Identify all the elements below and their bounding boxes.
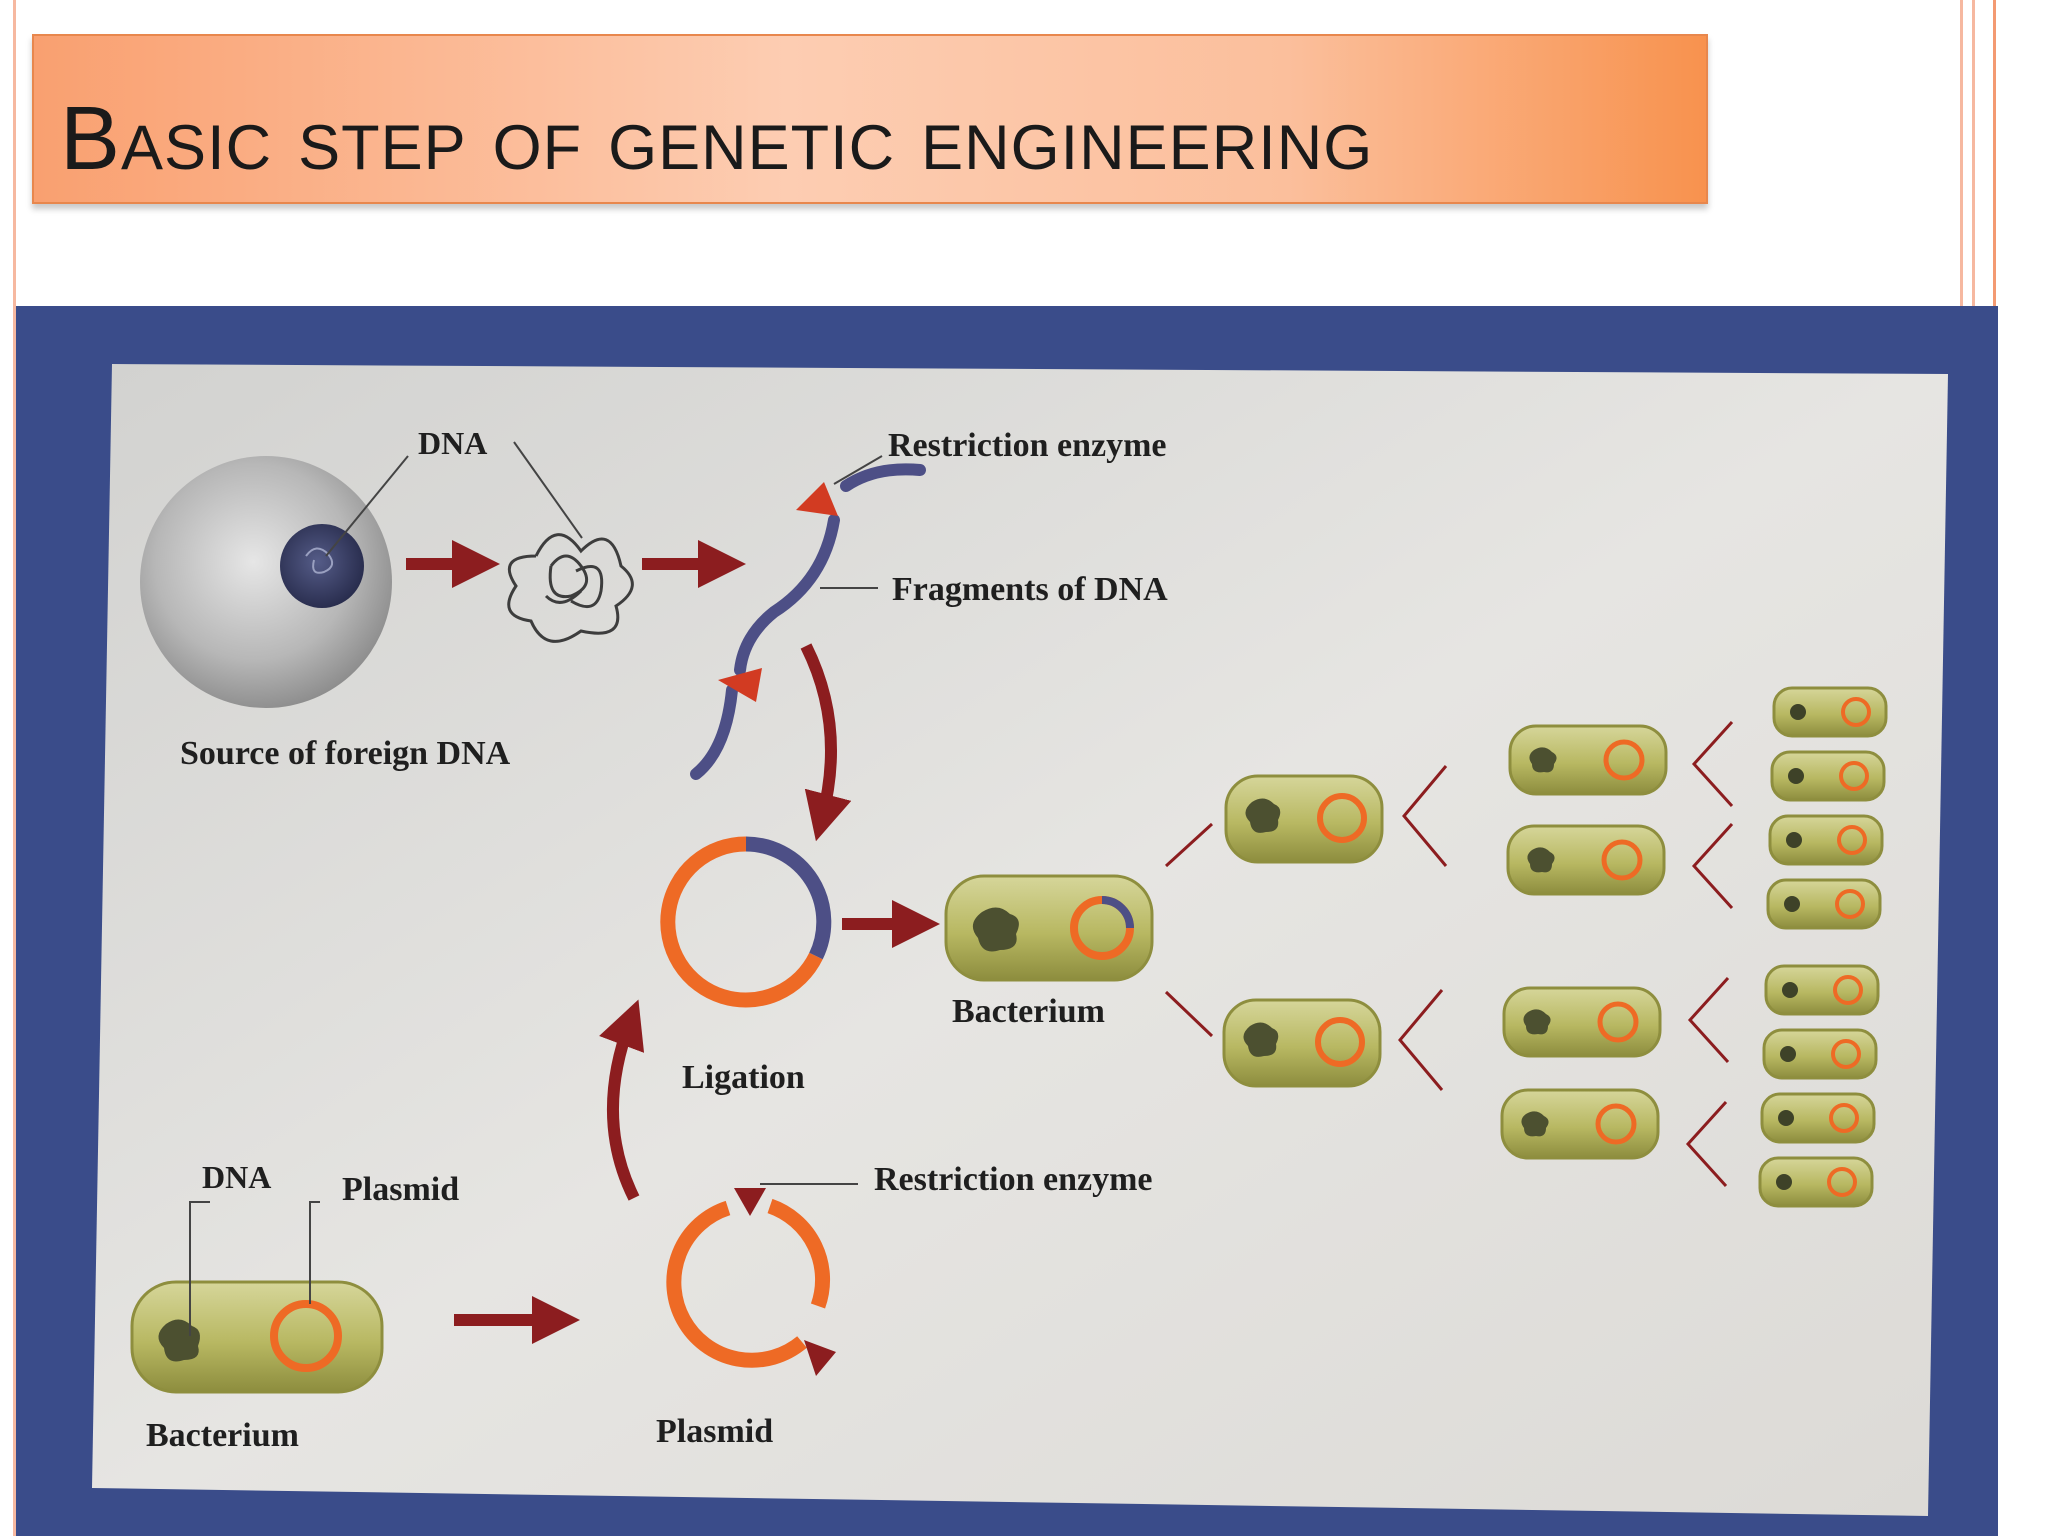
dna-fragments	[690, 463, 926, 780]
restriction-cut-top	[796, 482, 838, 516]
label-plasmid-bottom: Plasmid	[656, 1413, 773, 1450]
recombinant-bacterium	[944, 874, 1154, 982]
label-ligation: Ligation	[682, 1059, 805, 1096]
label-fragments-of-dna: Fragments of DNA	[892, 571, 1168, 608]
foreign-dna-cell	[140, 456, 392, 708]
label-restriction-enzyme-top: Restriction enzyme	[888, 427, 1167, 464]
bacterium-gen3-2	[1770, 750, 1886, 802]
bacterium-gen2-1	[1508, 724, 1668, 796]
dna-top-pointer	[325, 455, 409, 557]
cut-plasmid	[666, 1198, 831, 1368]
plasmid-bottom-pointer	[309, 1201, 320, 1304]
chevron-1	[1402, 765, 1448, 867]
ligation-plasmid	[660, 836, 832, 1008]
host-bacterium	[130, 1280, 384, 1394]
bacterium-gen2-2	[1506, 824, 1666, 896]
bacterium-gen3-1	[1772, 686, 1888, 738]
frame-line-outer	[13, 0, 16, 1536]
diagram-photo: DNA Restriction enzyme Fragments of DNA …	[16, 306, 1998, 1536]
label-bacterium-bottom: Bacterium	[146, 1417, 299, 1454]
label-source-of-foreign-dna: Source of foreign DNA	[180, 735, 511, 772]
bacterium-gen1-top	[1224, 774, 1384, 864]
chevron-4	[1691, 822, 1734, 910]
label-dna-top: DNA	[418, 425, 487, 461]
extracted-dna-tangle	[507, 533, 634, 643]
label-restriction-enzyme-bottom: Restriction enzyme	[874, 1161, 1153, 1198]
bacterium-gen3-group	[1758, 686, 1888, 1208]
label-dna-bottom: DNA	[202, 1159, 271, 1195]
bacterium-gen3-4	[1766, 878, 1882, 930]
branch-line-up	[1164, 822, 1214, 868]
bacterium-gen3-5	[1764, 964, 1880, 1016]
bacterium-gen3-3	[1768, 814, 1884, 866]
label-plasmid: Plasmid	[342, 1171, 459, 1208]
chevron-3	[1691, 720, 1734, 808]
restriction-cut-plasmid-top	[734, 1188, 766, 1216]
chevron-6	[1685, 1100, 1728, 1188]
arrow-plasmid-to-ligation	[599, 999, 645, 1201]
branch-line-down	[1164, 990, 1214, 1038]
slide-title: Basic step of genetic engineering	[60, 89, 1374, 189]
chevron-2	[1398, 989, 1444, 1091]
chevron-5	[1687, 976, 1730, 1064]
bacterium-gen3-7	[1760, 1092, 1876, 1144]
dna-top-pointer-2	[513, 441, 583, 539]
bacterium-gen3-6	[1762, 1028, 1878, 1080]
restriction-cut-mid	[718, 668, 762, 702]
bacterium-gen3-8	[1758, 1156, 1874, 1208]
title-bar: Basic step of genetic engineering	[32, 34, 1708, 204]
label-bacterium-mid: Bacterium	[952, 993, 1105, 1030]
arrow-fragments-to-ligation	[800, 643, 852, 842]
restriction-cut-plasmid-bottom	[804, 1340, 836, 1376]
dna-bottom-pointer	[189, 1201, 210, 1336]
restriction-top-pointer	[833, 455, 883, 485]
bacterium-gen1-bottom	[1222, 998, 1382, 1088]
bacterium-gen2-3	[1502, 986, 1662, 1058]
bacterium-gen2-4	[1500, 1088, 1660, 1160]
